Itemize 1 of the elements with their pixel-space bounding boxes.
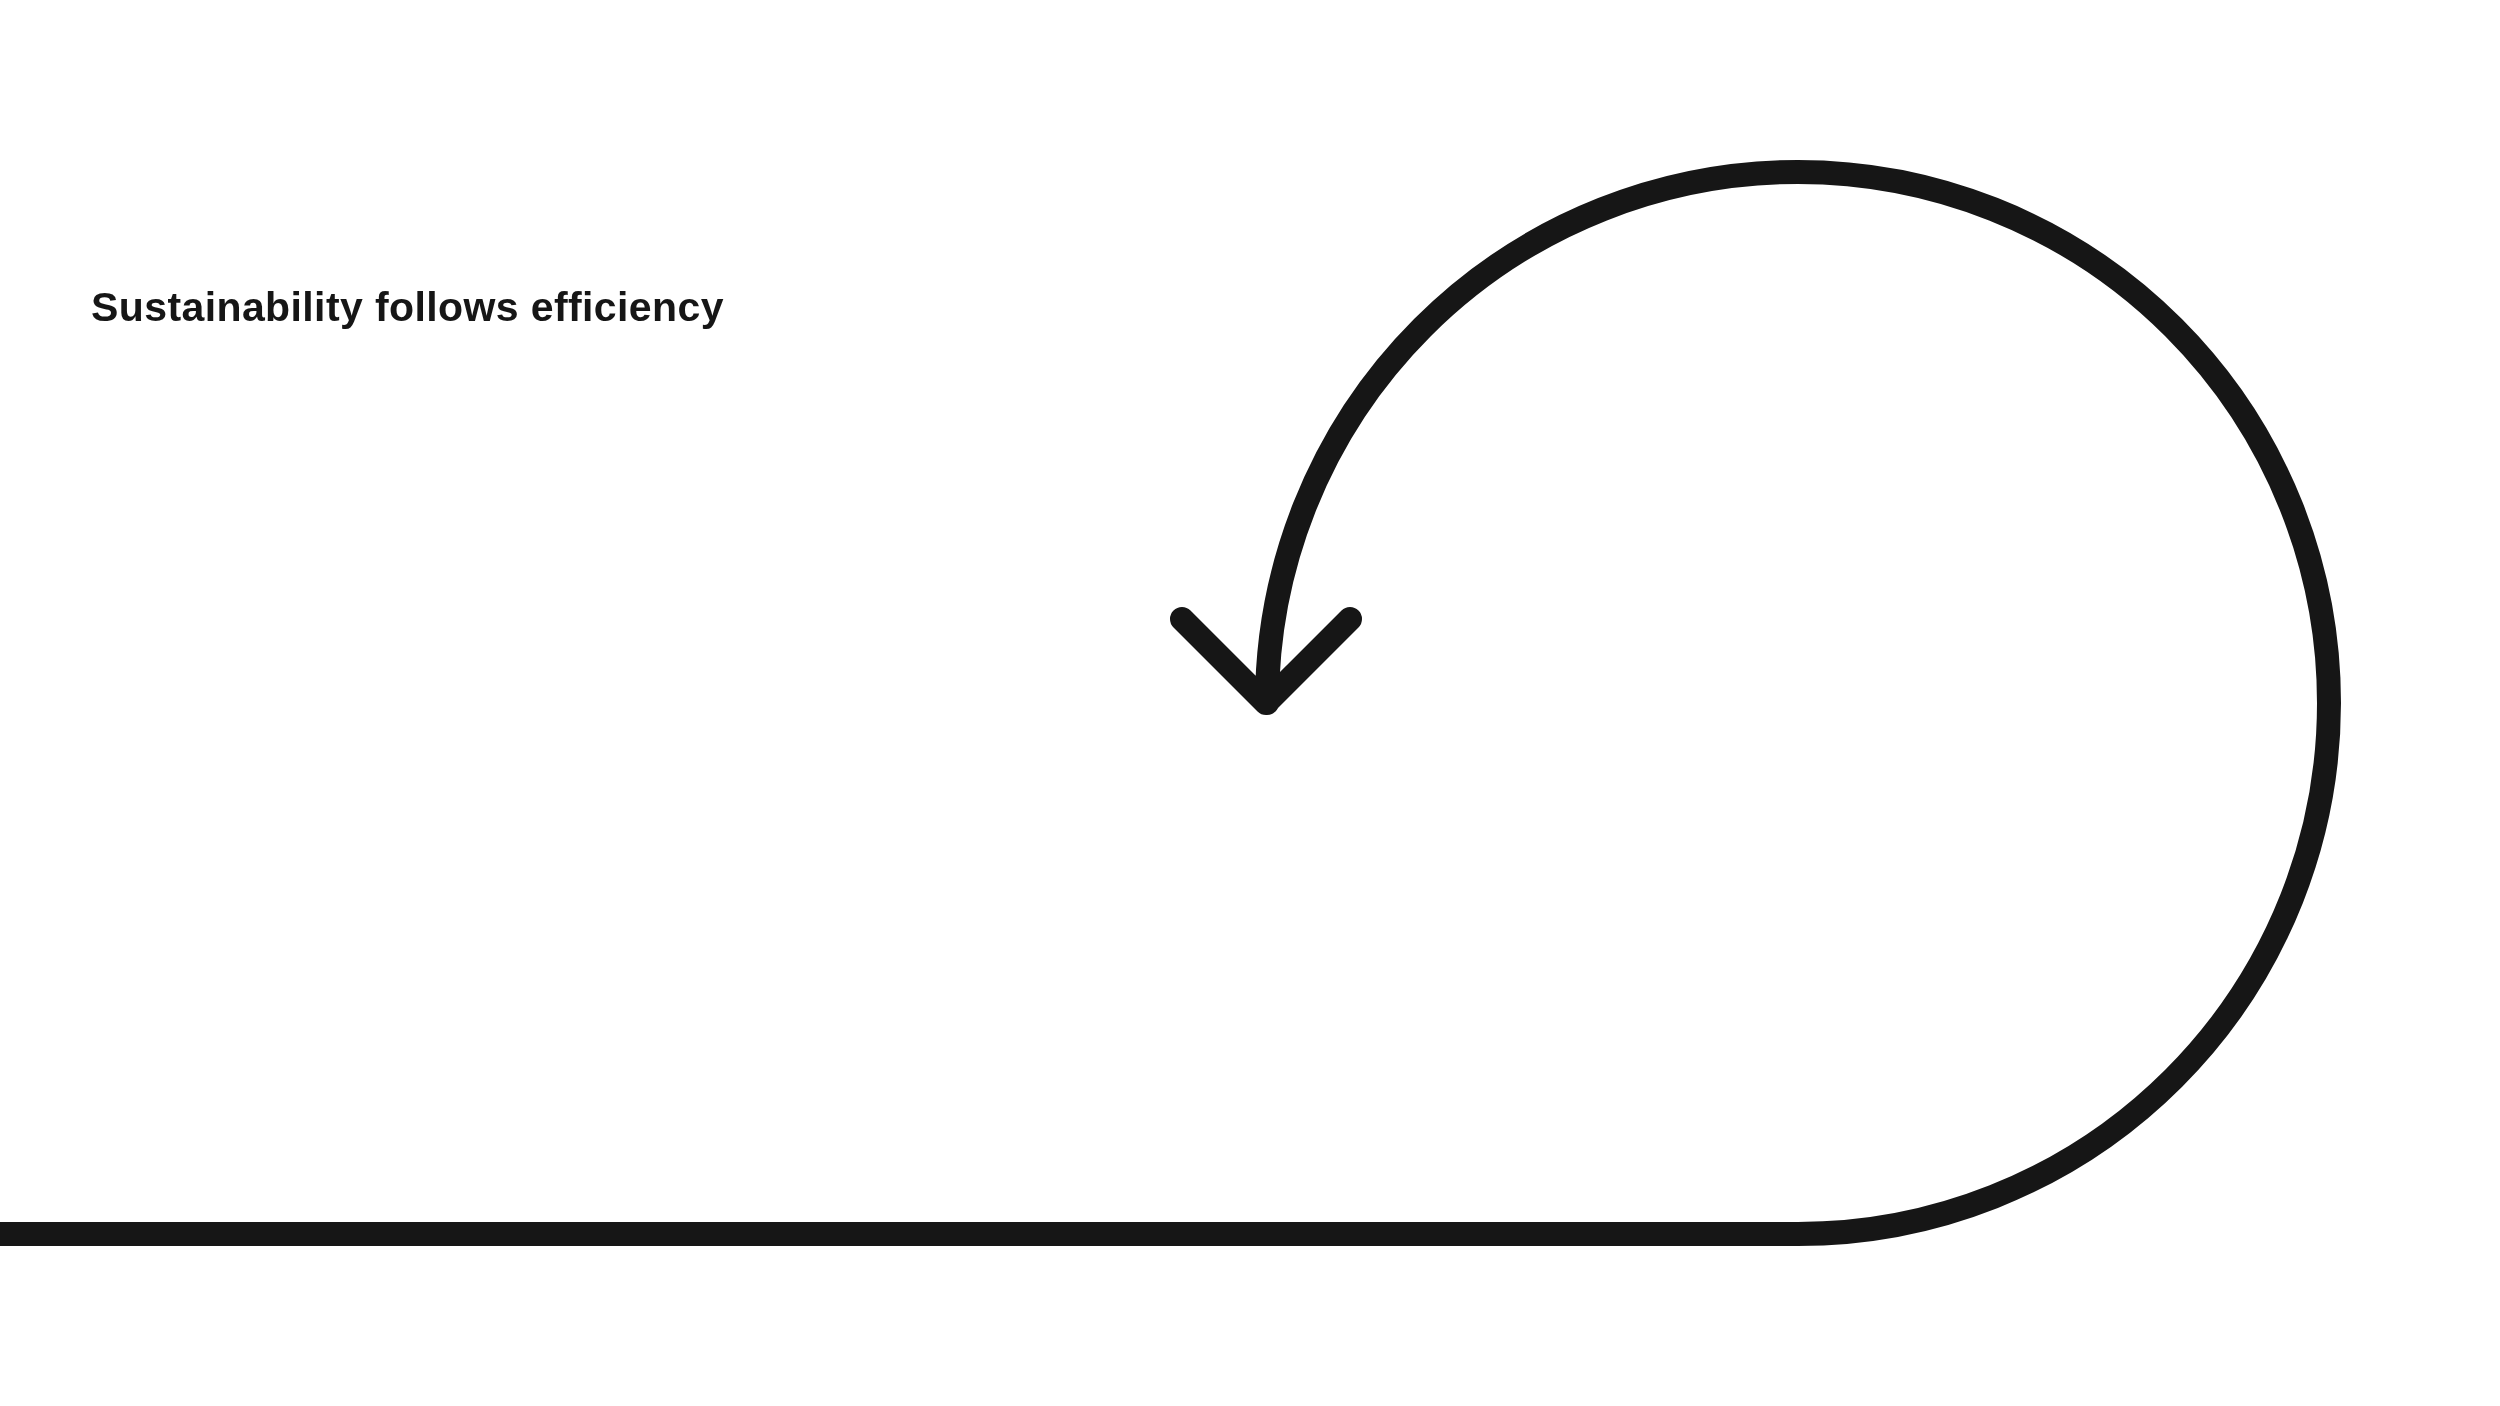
title: Sustainability follows efficiency: [91, 287, 724, 328]
